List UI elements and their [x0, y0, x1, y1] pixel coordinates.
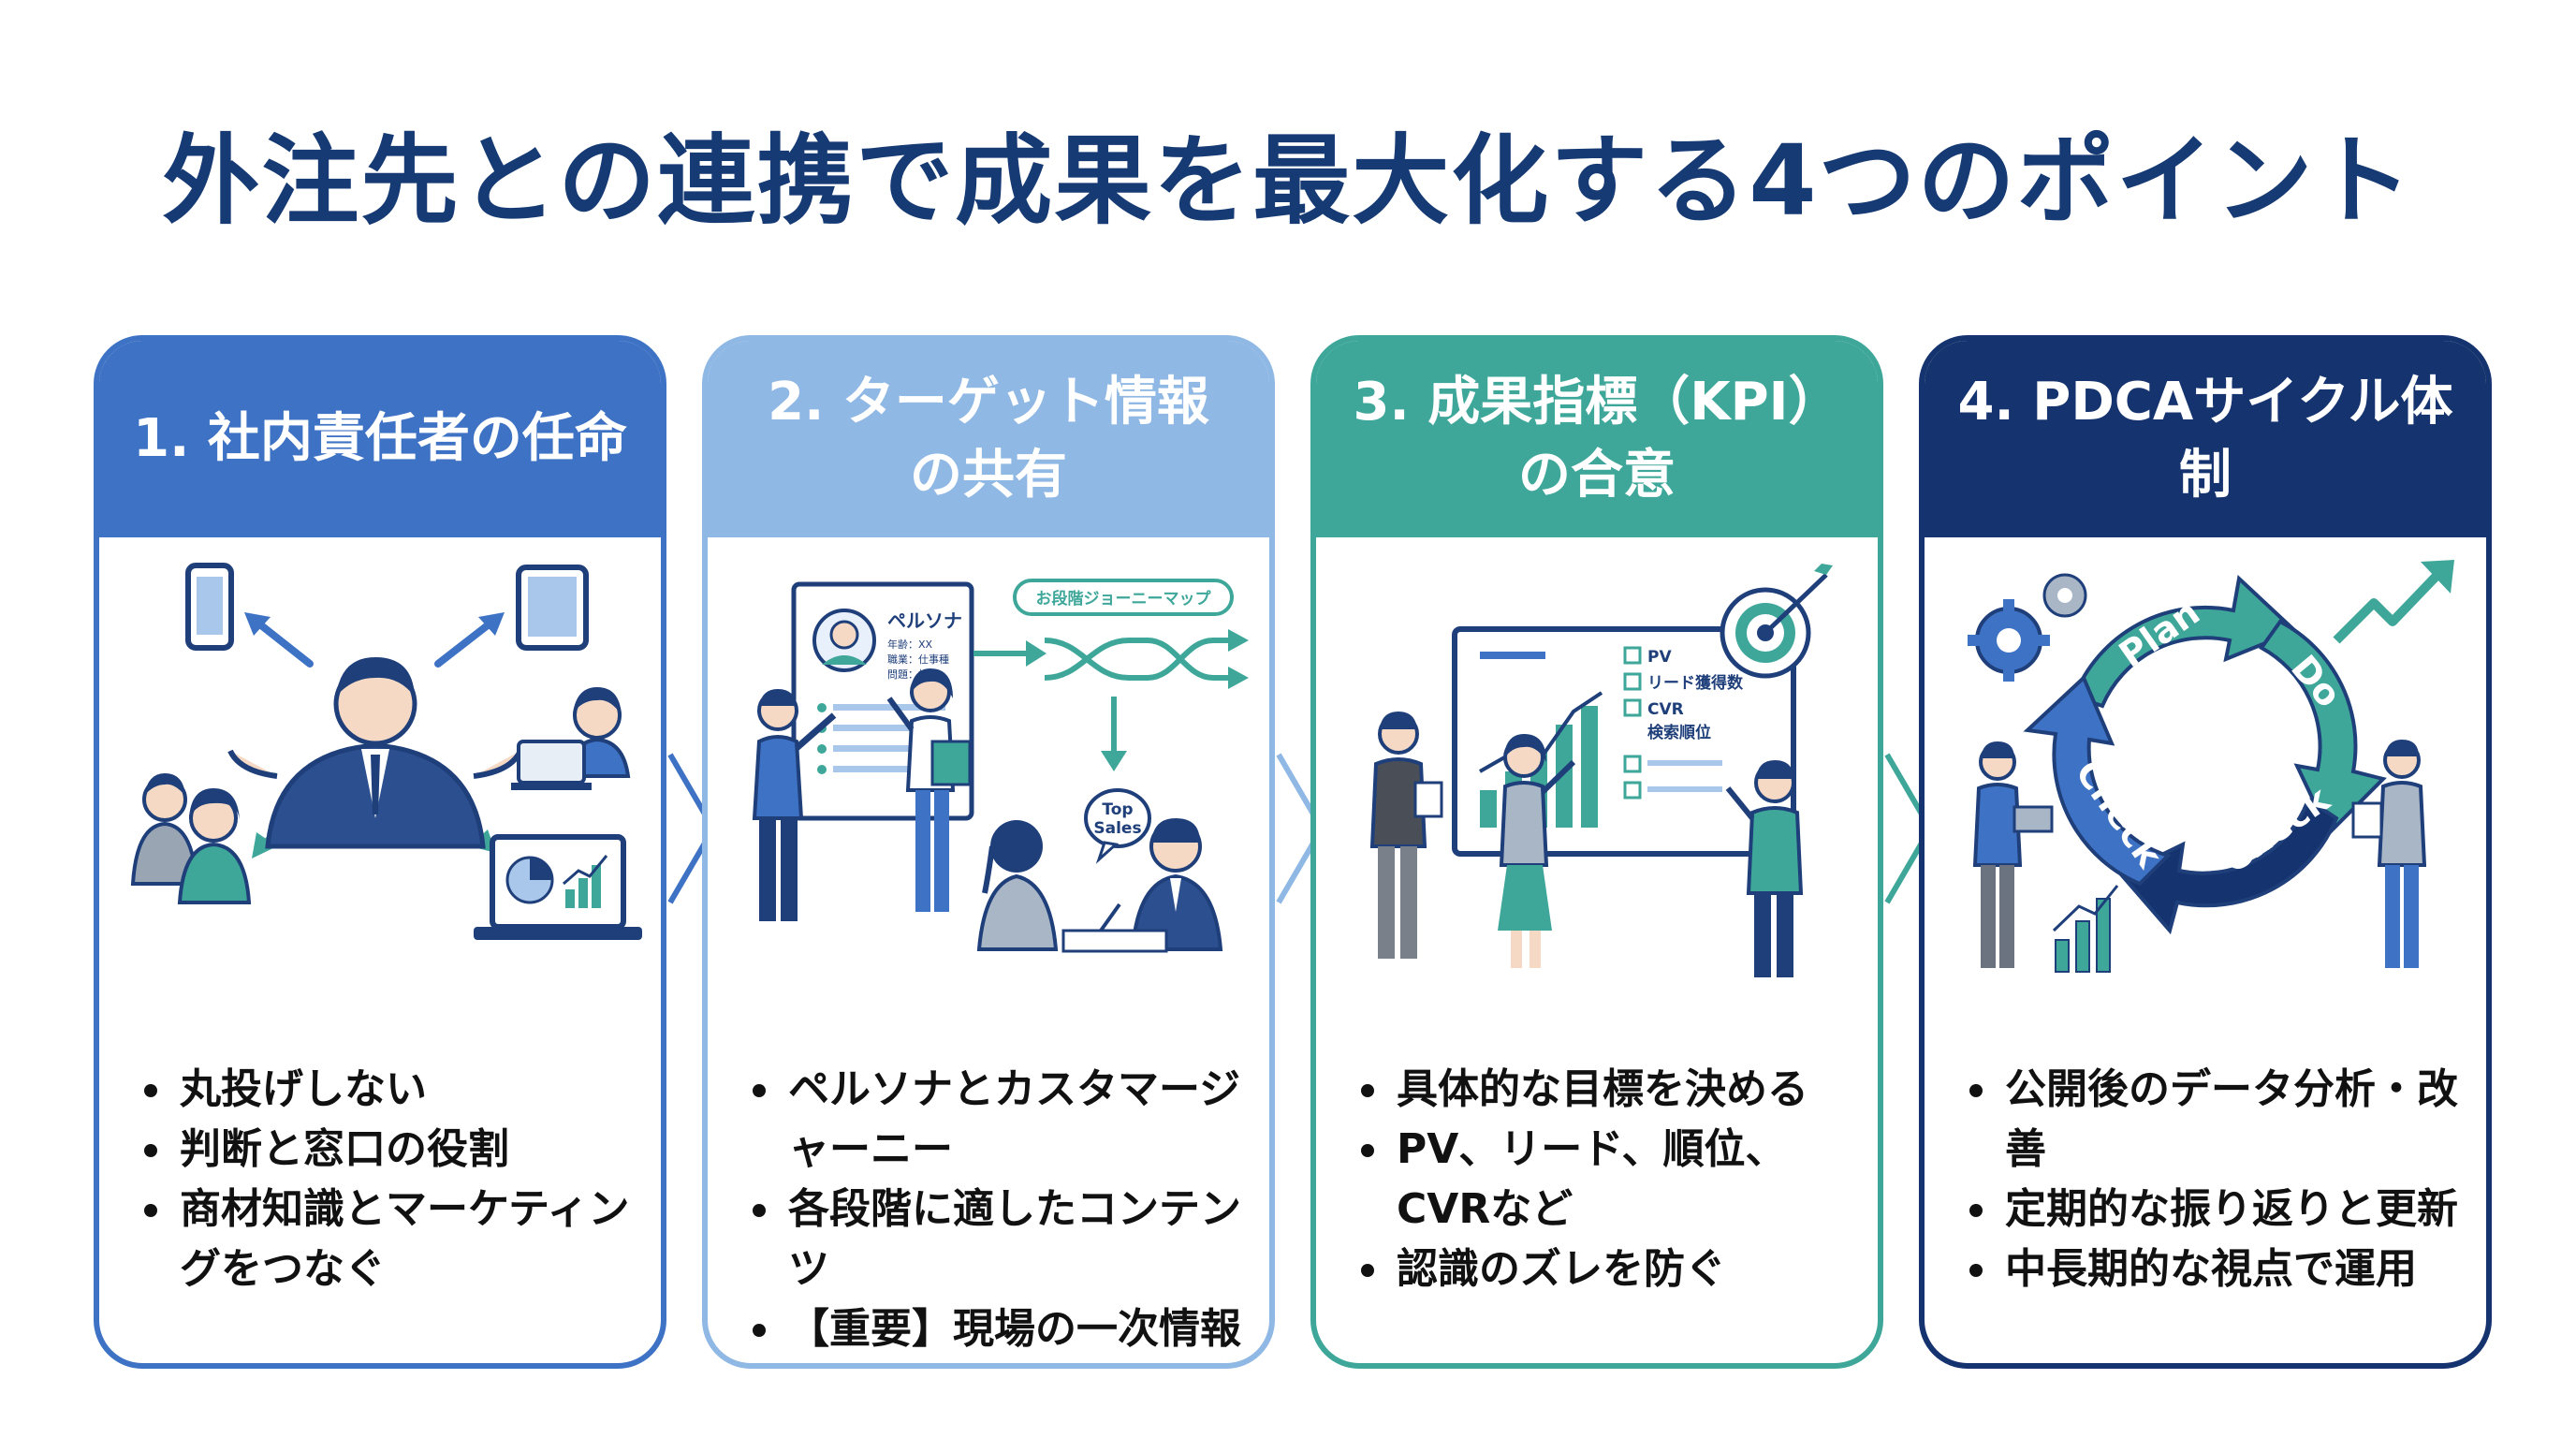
man-tablet-icon [2351, 740, 2427, 968]
card-3-illustration: PV リード獲得数 CVR 検索順位 [1316, 537, 1878, 1024]
card-1-bullet-1: 丸投げしない [135, 1060, 659, 1120]
card-1-bullet-2: 判断と窓口の役割 [135, 1120, 659, 1180]
kpi-item-4: 検索順位 [1647, 723, 1711, 742]
card-2-bullet-2: 各段階に適したコンテンツ [743, 1180, 1267, 1299]
card-3-bullets: 具体的な目標を決める PV、リード、順位、CVRなど 認識のズレを防ぐ [1352, 1060, 1876, 1299]
pdca-cycle-icon: Plan Do Check Check [2023, 575, 2387, 935]
card-3-bullet-2: PV、リード、順位、CVRなど [1352, 1120, 1876, 1240]
card-3-agree-kpi: 3. 成果指標（KPI） の合意 PV リード獲得数 CVR [1310, 335, 1883, 1369]
kpi-checklist: PV リード獲得数 CVR 検索順位 [1623, 646, 1744, 800]
card-4-bullet-1: 公開後のデータ分析・改善 [1960, 1060, 2484, 1180]
card-1-assign-owner: 1. 社内責任者の任命 [94, 335, 666, 1369]
card-4-bullet-2: 定期的な振り返りと更新 [1960, 1180, 2484, 1240]
woman-laptop-icon [511, 687, 631, 790]
woman-pointing-icon [1498, 734, 1576, 968]
card-4-pdca-cycle: 4. PDCAサイクル体制 Plan Do [1919, 335, 2492, 1369]
bar-chart-icon [2052, 885, 2119, 973]
journey-map-label: お段階ジョーニーマップ [1036, 589, 1212, 609]
card-2-bullet-3: 【重要】現場の一次情報が武器になる [743, 1299, 1267, 1363]
card-4-bullet-3: 中長期的な視点で運用 [1960, 1240, 2484, 1299]
gear-icon [1968, 573, 2087, 682]
card-2-bullets: ペルソナとカスタマージャーニー 各段階に適したコンテンツ 【重要】現場の一次情報… [743, 1060, 1267, 1363]
card-3-heading: 3. 成果指標（KPI） の合意 [1316, 341, 1878, 537]
sales-meeting-icon: Top Sales [976, 788, 1223, 953]
trend-up-arrow-icon [2333, 560, 2454, 644]
card-1-heading: 1. 社内責任者の任命 [99, 341, 661, 537]
card-1-bullets: 丸投げしない 判断と窓口の役割 商材知識とマーケティングをつなぐ [135, 1060, 659, 1299]
woman-folder-icon [886, 668, 972, 912]
card-2-heading: 2. ターゲット情報 の共有 [708, 341, 1269, 537]
card-1-illustration [99, 537, 661, 1024]
kpi-item-2: リード獲得数 [1647, 673, 1744, 693]
card-2-bullet-1: ペルソナとカスタマージャーニー [743, 1060, 1267, 1180]
smartphone-icon [185, 563, 234, 651]
man-laptop-icon [1972, 741, 2054, 968]
tablet-icon [516, 565, 589, 651]
page-title: 外注先との連携で成果を最大化する4つのポイント [162, 124, 2414, 238]
kpi-item-1: PV [1647, 648, 1672, 667]
card-4-heading: 4. PDCAサイクル体制 [1925, 341, 2486, 537]
team-members-icon [130, 773, 252, 904]
persona-title: ペルソナ [887, 609, 962, 632]
card-3-bullet-1: 具体的な目標を決める [1352, 1060, 1876, 1120]
card-2-illustration: ペルソナ 年齢：XX 職業：仕事種 問題：技術 お段階ジョーニーマップ [708, 537, 1269, 1024]
card-4-illustration: Plan Do Check Check [1925, 537, 2486, 1024]
journey-map-icon: お段階ジョーニーマップ [973, 579, 1249, 771]
persona-field-2: 職業：仕事種 [887, 653, 949, 666]
target-icon [1720, 564, 1833, 679]
card-4-bullets: 公開後のデータ分析・改善 定期的な振り返りと更新 中長期的な視点で運用 [1960, 1060, 2484, 1299]
man-clipboard-icon [1369, 712, 1443, 959]
laptop-chart-icon [474, 834, 642, 940]
kpi-item-3: CVR [1647, 700, 1684, 719]
top-sales-bubble-line2: Sales [1093, 819, 1141, 838]
man-pointing-icon [1725, 760, 1804, 977]
manager-person-icon [227, 657, 523, 849]
cycle-label-plan: Plan [2112, 592, 2207, 676]
card-1-bullet-3: 商材知識とマーケティングをつなぐ [135, 1180, 659, 1299]
card-2-share-target-info: 2. ターゲット情報 の共有 ペルソナ 年齢：XX 職業：仕事種 問題：技術 [702, 335, 1275, 1369]
persona-field-1: 年齢：XX [887, 638, 933, 651]
top-sales-bubble-line1: Top [1102, 800, 1133, 819]
card-3-bullet-3: 認識のズレを防ぐ [1352, 1240, 1876, 1299]
presenter-man-icon [752, 689, 837, 921]
